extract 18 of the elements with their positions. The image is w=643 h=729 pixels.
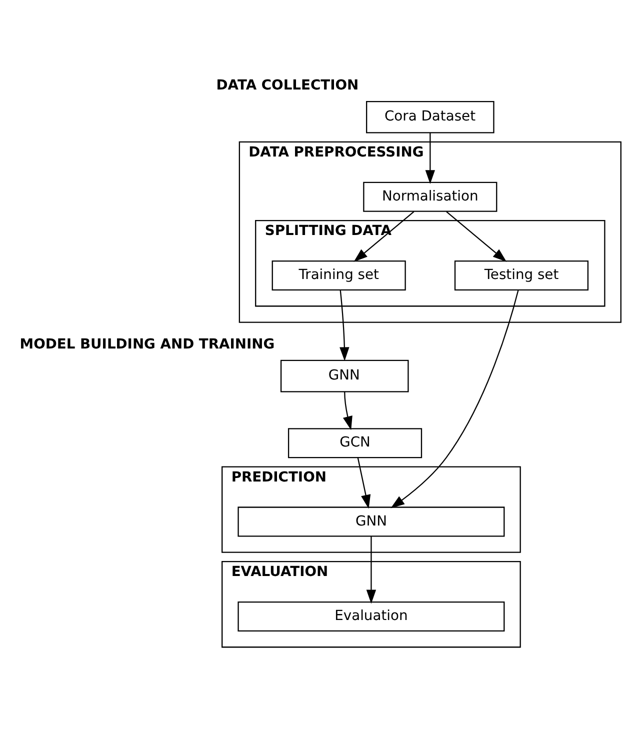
node-box: Normalisation: [363, 182, 498, 212]
node-box: Cora Dataset: [366, 100, 494, 134]
node-box: Training set: [272, 260, 406, 291]
node-box: GCN: [288, 428, 422, 458]
node-box: GNN: [238, 506, 505, 537]
node-label: DATA COLLECTION: [216, 78, 359, 94]
node-box: Testing set: [454, 260, 589, 291]
node-box: GNN: [280, 360, 409, 392]
arrow: [425, 132, 436, 184]
arrow: [446, 211, 507, 262]
arrow: [354, 211, 414, 262]
node-box: Evaluation: [238, 601, 505, 632]
arrow: [390, 290, 519, 508]
arrow: [357, 458, 371, 509]
arrow: [340, 290, 350, 362]
arrow: [342, 392, 352, 430]
node-label: MODEL BUILDING AND TRAINING: [20, 336, 275, 352]
arrow: [366, 536, 376, 604]
